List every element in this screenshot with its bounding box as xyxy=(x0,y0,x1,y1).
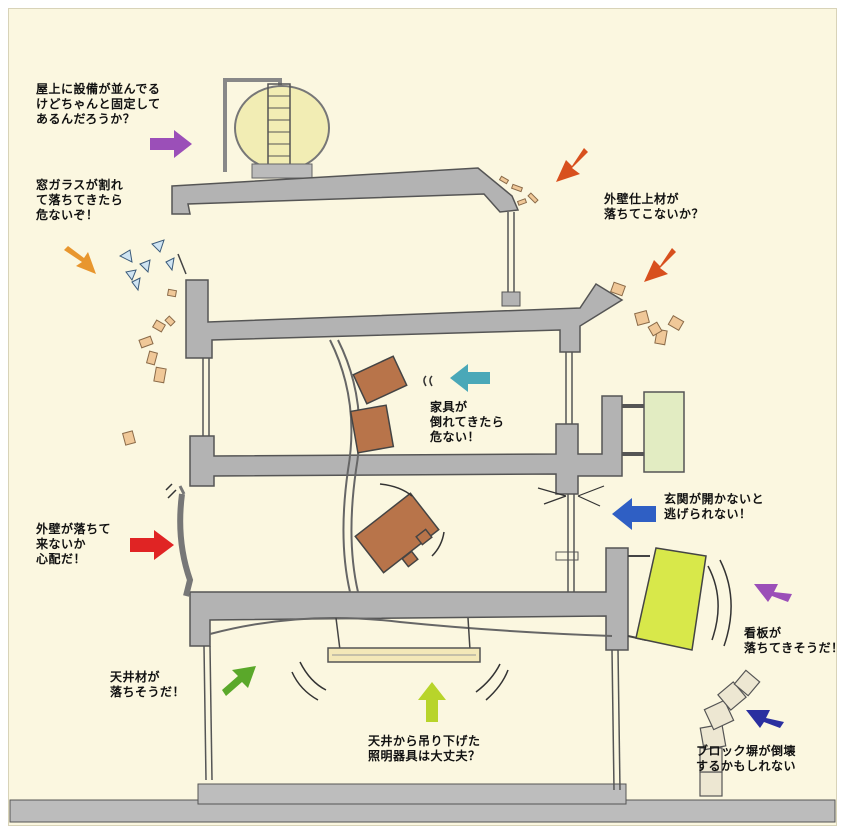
collapsing-block-wall xyxy=(699,669,761,797)
arrow-hanging-light xyxy=(418,682,446,722)
label-exterior-wall: 外壁が落ちて 来ないか 心配だ！ xyxy=(36,522,112,566)
rooftop-tank xyxy=(223,78,330,179)
roof-slab xyxy=(171,167,520,215)
arrow-roof-equipment xyxy=(150,130,192,158)
falling-furniture xyxy=(349,355,440,574)
falling-debris xyxy=(122,175,685,446)
illustration-frame xyxy=(8,8,837,826)
door-hinge xyxy=(555,551,579,561)
label-ceiling-material: 天井材が 落ちそうだ！ xyxy=(110,670,186,699)
arrow-window-glass xyxy=(64,246,96,274)
falling-signboard xyxy=(627,547,707,651)
door-impact-lines xyxy=(537,485,605,507)
label-exterior-finish: 外壁仕上材が 落ちてこないか？ xyxy=(604,192,705,221)
sagging-ceiling xyxy=(209,617,613,637)
floor-slab-3 xyxy=(185,279,624,359)
label-furniture: 家具が 倒れてきたら 危ない！ xyxy=(430,400,505,444)
label-window-glass: 窓ガラスが割れ て落ちてきたら 危ないぞ！ xyxy=(36,178,124,222)
label-roof-equipment: 屋上に設備が並んでる けどちゃんと固定して あるんだろうか？ xyxy=(36,82,161,126)
swaying-column xyxy=(329,339,353,593)
falling-exterior-wall xyxy=(177,493,194,597)
floor-slab-2 xyxy=(189,395,646,495)
arrow-signboard xyxy=(754,584,792,602)
floor-slab-1 xyxy=(189,547,629,651)
arrow-furniture xyxy=(450,364,490,392)
arrow-ceiling xyxy=(222,666,256,696)
label-hanging-light: 天井から吊り下げた 照明器具は大丈夫？ xyxy=(368,734,481,763)
hanging-light xyxy=(327,617,481,663)
ground xyxy=(9,783,836,823)
vibration-marks xyxy=(165,375,732,701)
arrow-entrance xyxy=(612,498,656,530)
arrow-exterior-finish-mid xyxy=(644,248,676,282)
label-signboard: 看板が 落ちてきそうだ！ xyxy=(744,626,843,655)
balcony-panel xyxy=(643,391,685,473)
label-entrance-door: 玄関が開かないと 逃げられない！ xyxy=(664,492,765,521)
arrow-exterior-wall xyxy=(130,530,174,560)
glass-shards xyxy=(118,239,175,292)
arrow-block-wall xyxy=(746,710,784,728)
arrow-exterior-finish-top xyxy=(556,148,588,182)
columns xyxy=(202,212,621,791)
label-block-wall: ブロック塀が倒壊 するかもしれない xyxy=(696,744,797,773)
